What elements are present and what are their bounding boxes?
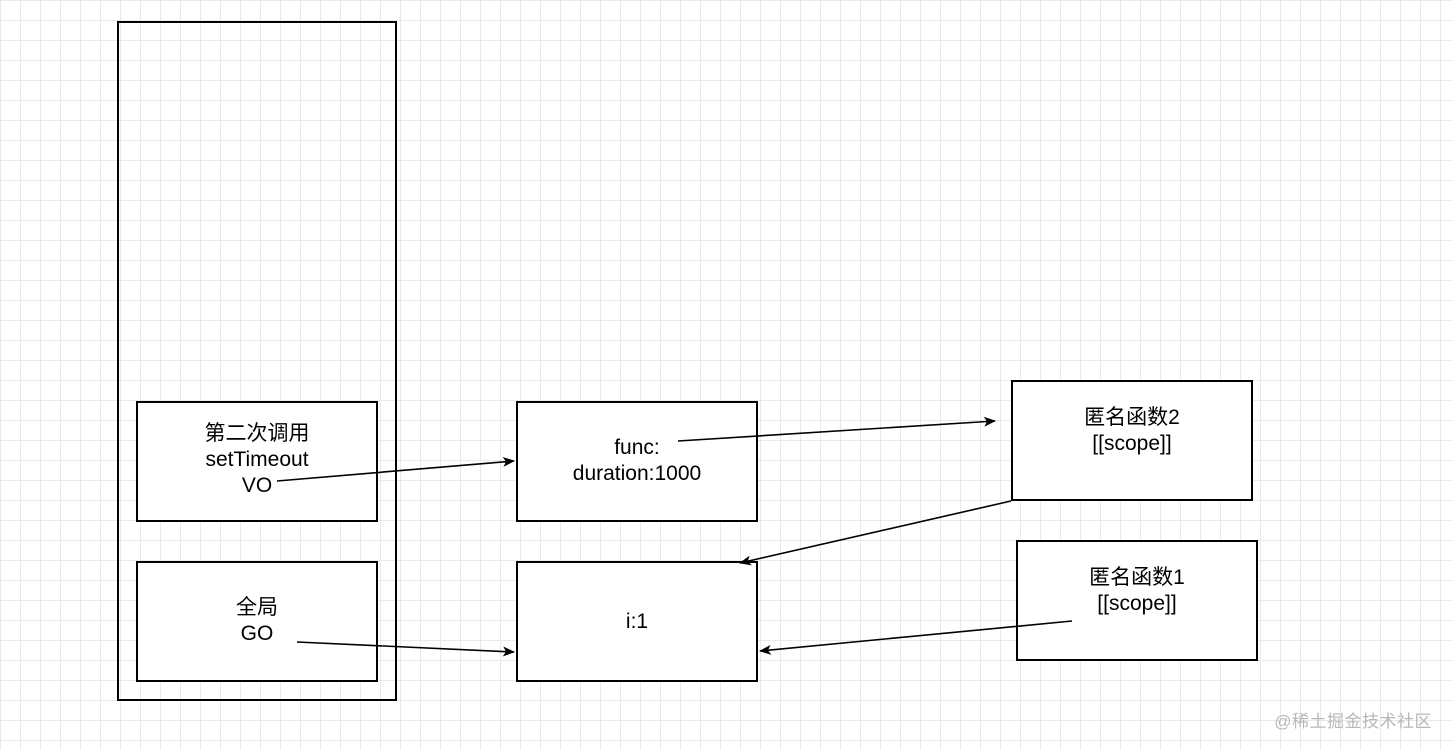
go-line-1: 全局 xyxy=(236,595,278,619)
execution-context-stack xyxy=(117,21,397,701)
anon2-line-1: 匿名函数2 xyxy=(1084,405,1180,429)
func-line-2: duration:1000 xyxy=(572,461,702,485)
vo-box: 第二次调用 setTimeout VO xyxy=(136,401,378,522)
i-box: i:1 xyxy=(516,561,758,682)
vo-line-2: setTimeout xyxy=(205,447,309,471)
watermark: @稀土掘金技术社区 xyxy=(1274,712,1432,731)
vo-line-1: 第二次调用 xyxy=(204,421,310,445)
anon-function-2-box: 匿名函数2 [[scope]] xyxy=(1011,380,1253,501)
anon-function-1-box: 匿名函数1 [[scope]] xyxy=(1016,540,1258,661)
arrow-anon2-to-i xyxy=(739,500,1012,566)
func-box: func: duration:1000 xyxy=(516,401,758,522)
go-box: 全局 GO xyxy=(136,561,378,682)
vo-line-3: VO xyxy=(241,473,273,497)
anon2-line-2: [[scope]] xyxy=(1092,431,1172,455)
go-line-2: GO xyxy=(240,621,274,645)
anon1-line-1: 匿名函数1 xyxy=(1089,565,1185,589)
i-line-1: i:1 xyxy=(625,609,649,633)
anon1-line-2: [[scope]] xyxy=(1097,591,1177,615)
func-line-1: func: xyxy=(614,435,660,459)
